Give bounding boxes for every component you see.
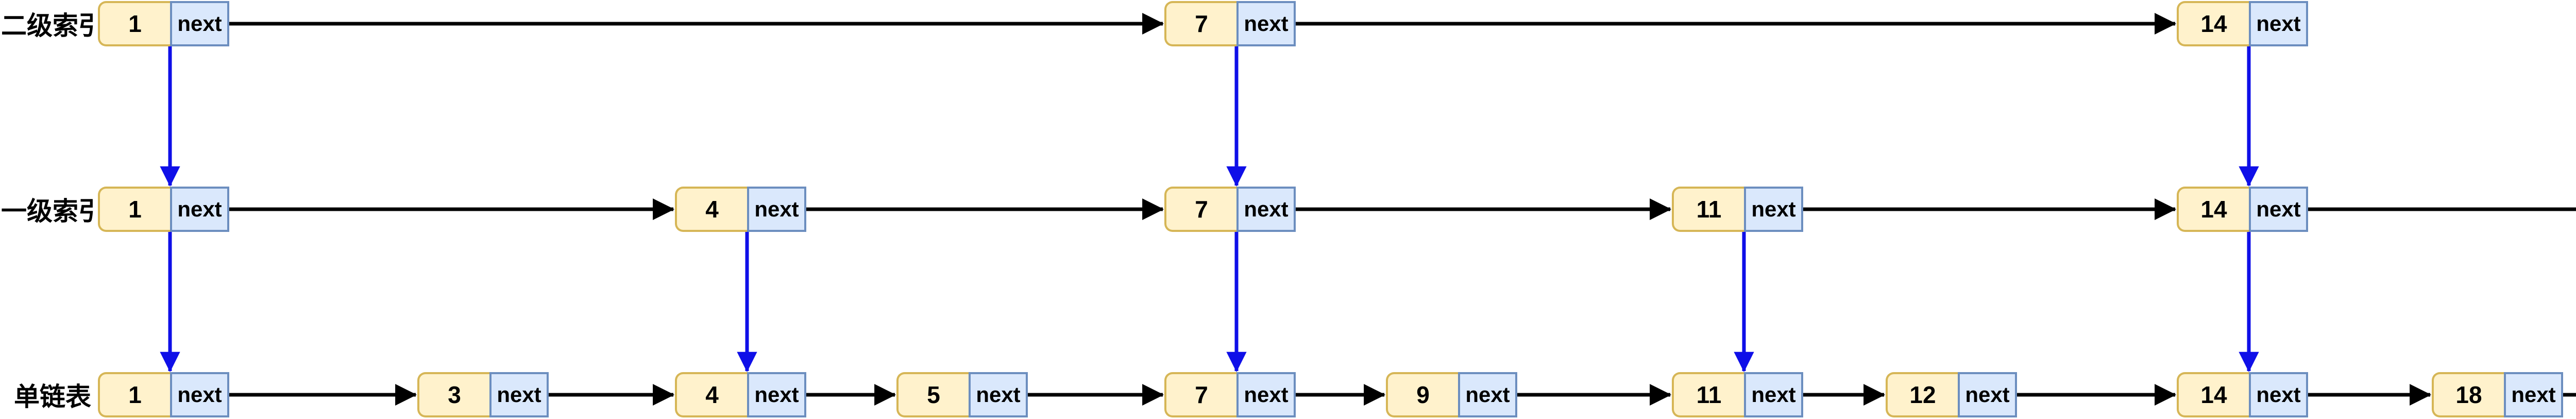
node-value: 14 [2177,187,2249,232]
node-value: 11 [1672,187,1744,232]
node-next-pointer: next [2249,372,2308,417]
node-next-pointer: next [170,1,229,46]
node-next-pointer: next [489,372,549,417]
node-next-pointer: next [2249,1,2308,46]
node-value: 1 [98,1,170,46]
row-label-linked-list: 单链表 [14,382,91,411]
node-next-pointer: next [1744,187,1803,232]
node-value: 1 [98,187,170,232]
node-next-pointer: next [1958,372,2017,417]
node-next-pointer: next [1236,187,1296,232]
node-next-pointer: next [170,372,229,417]
node-value: 7 [1164,1,1236,46]
node-value: 14 [2177,372,2249,417]
node-value: 4 [675,187,747,232]
node-next-pointer: next [1236,372,1296,417]
node-value: 4 [675,372,747,417]
node-value: 5 [896,372,969,417]
node-value: 14 [2177,1,2249,46]
node-value: 11 [1672,372,1744,417]
node-value: 7 [1164,372,1236,417]
node-value: 18 [2432,372,2504,417]
node-next-pointer: next [2249,187,2308,232]
node-next-pointer: next [969,372,1028,417]
node-next-pointer: next [1236,1,1296,46]
node-next-pointer: next [747,372,806,417]
row-label-level2-index: 二级索引 [1,11,104,40]
node-next-pointer: next [1744,372,1803,417]
row-label-level1-index: 一级索引 [1,197,104,226]
node-next-pointer: next [747,187,806,232]
node-value: 7 [1164,187,1236,232]
node-next-pointer: next [170,187,229,232]
node-value: 1 [98,372,170,417]
node-next-pointer: next [1458,372,1517,417]
node-value: 9 [1386,372,1458,417]
node-next-pointer: next [2504,372,2563,417]
node-value: 3 [417,372,489,417]
node-value: 12 [1886,372,1958,417]
